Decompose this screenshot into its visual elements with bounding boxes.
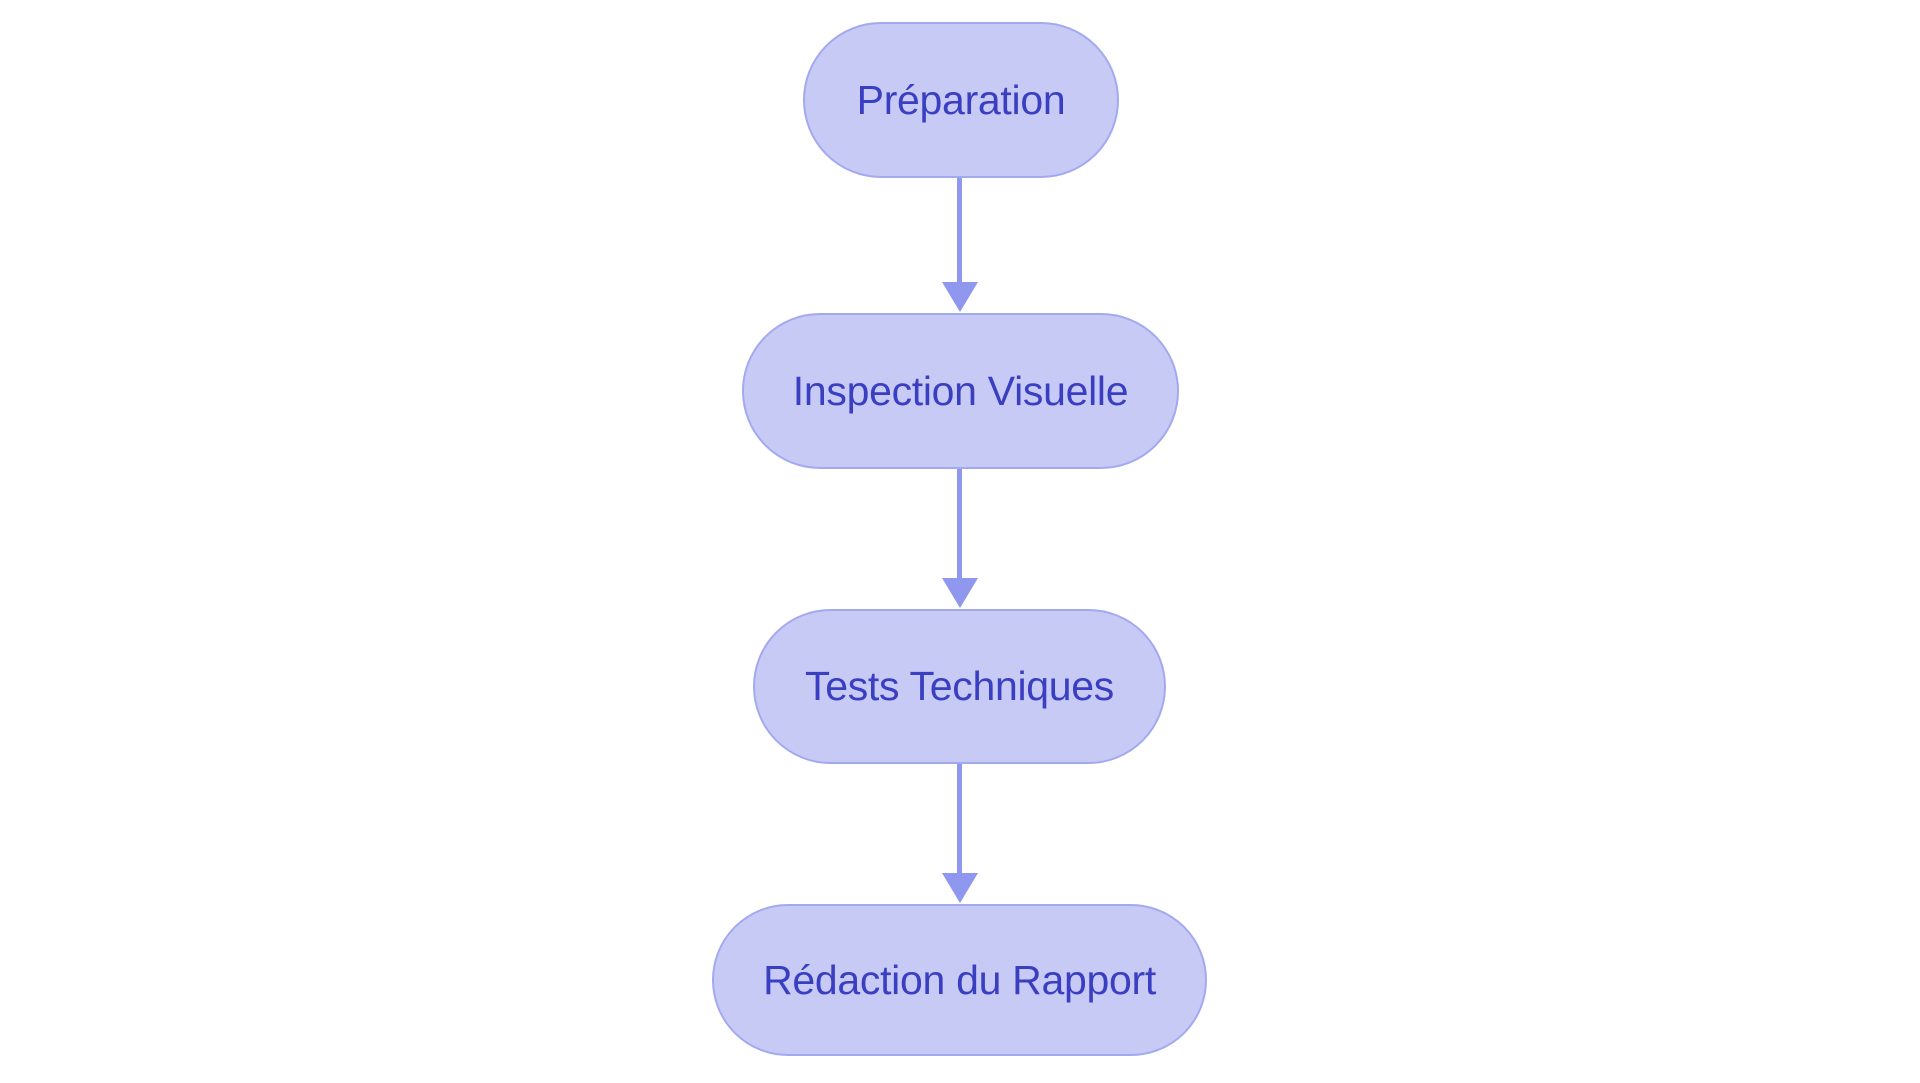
node-label: Inspection Visuelle	[792, 367, 1129, 414]
node-label: Tests Techniques	[805, 663, 1114, 709]
flowchart-edge-2	[941, 469, 978, 608]
flowchart-node-preparation: Préparation	[803, 22, 1119, 178]
flowchart-node-tests-techniques: Tests Techniques	[753, 609, 1166, 764]
flowchart-edge-3	[941, 764, 978, 903]
edge-line	[957, 469, 962, 579]
edge-line	[957, 764, 962, 874]
arrow-down-icon	[941, 578, 978, 608]
flowchart-edge-1	[941, 178, 978, 312]
flowchart-node-inspection-visuelle: Inspection Visuelle	[742, 313, 1179, 469]
arrow-down-icon	[941, 282, 978, 312]
flowchart-node-redaction-du-rapport: Rédaction du Rapport	[712, 904, 1207, 1056]
node-label: Préparation	[856, 76, 1066, 123]
node-label: Rédaction du Rapport	[763, 956, 1156, 1003]
edge-line	[957, 178, 962, 283]
arrow-down-icon	[941, 873, 978, 903]
